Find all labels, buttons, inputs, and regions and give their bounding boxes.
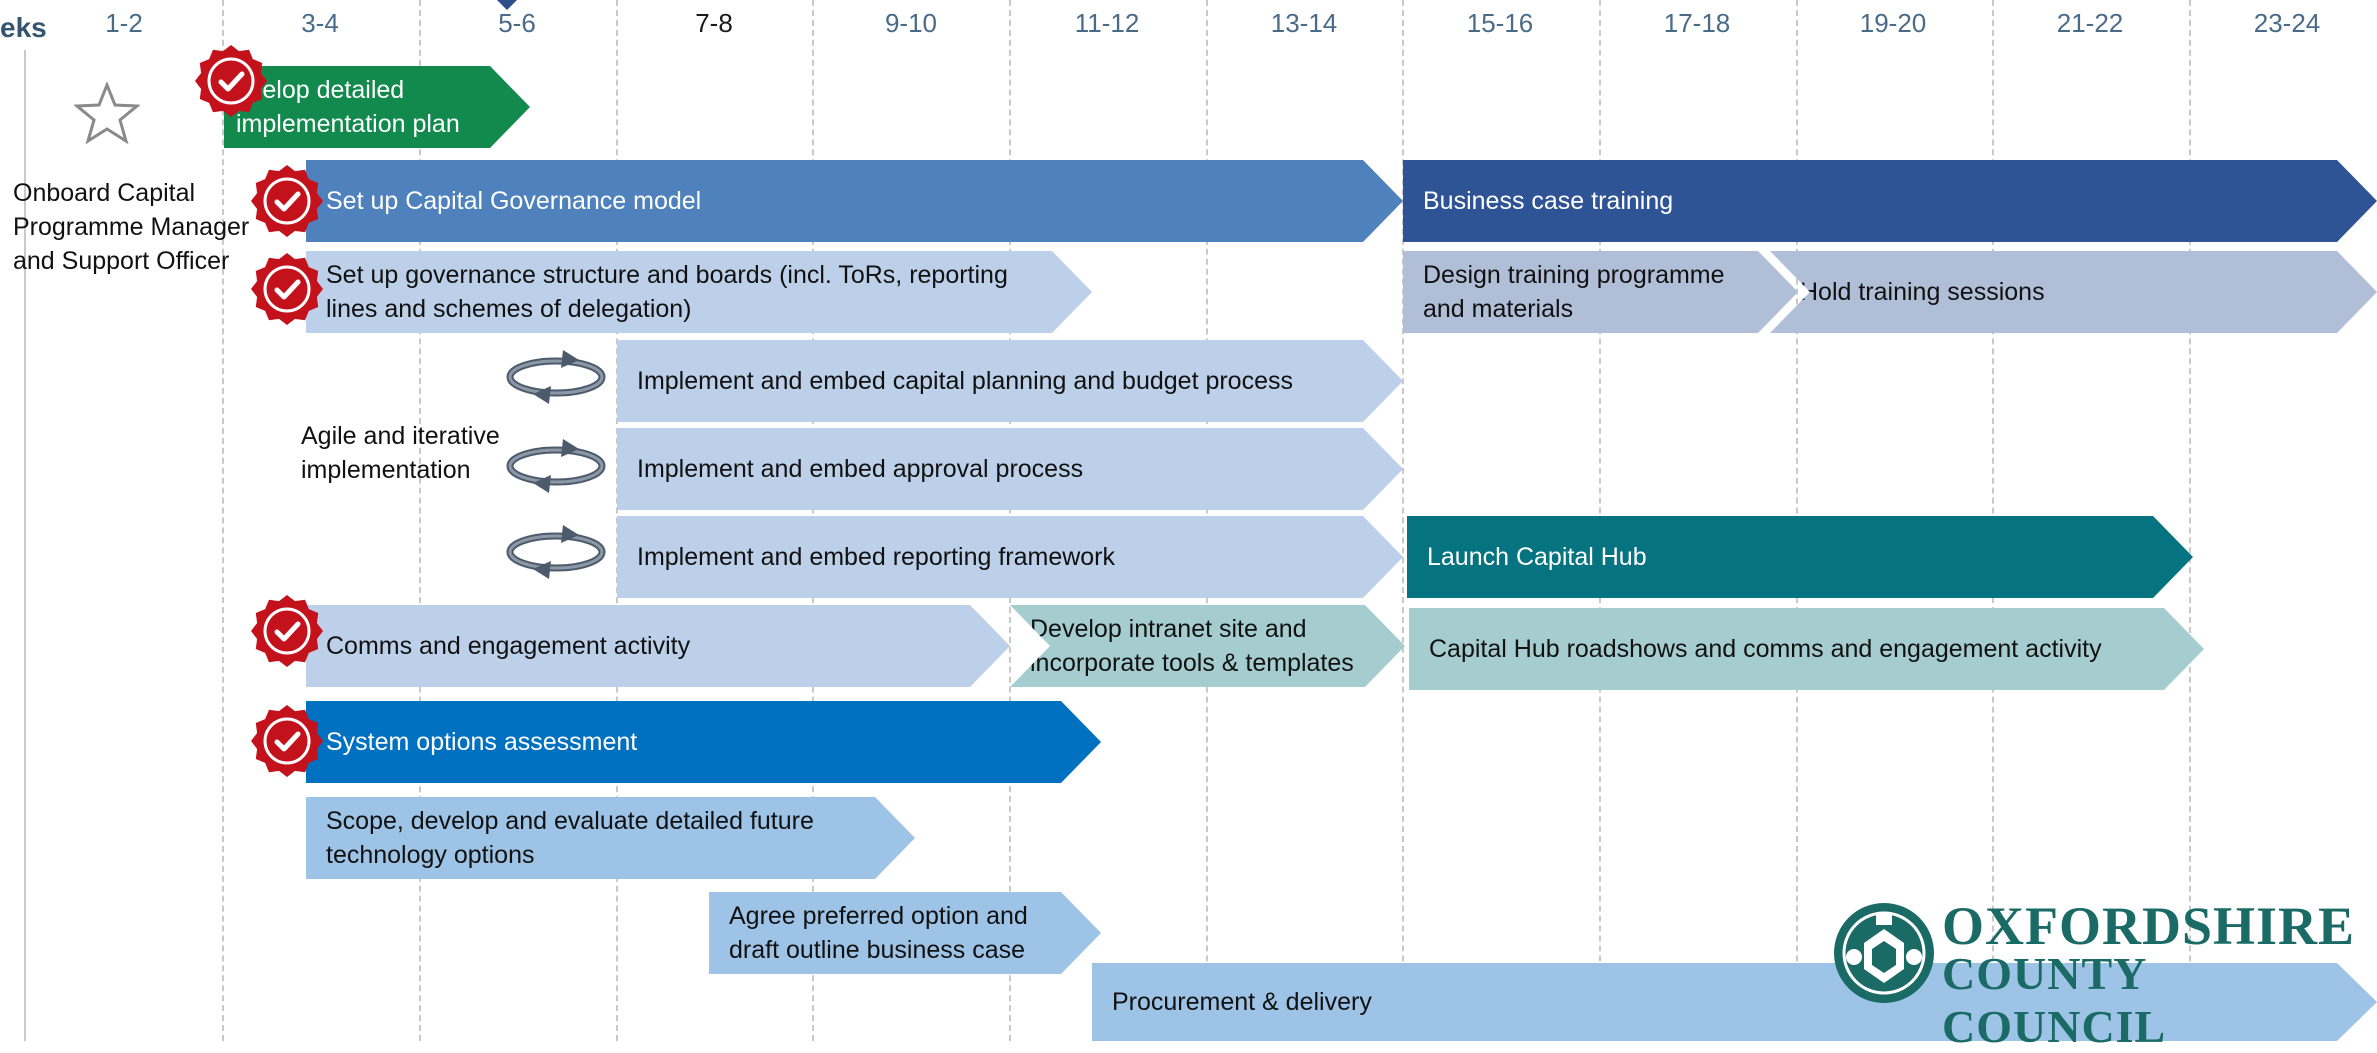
iteration-cycle-icon (503, 435, 609, 497)
task-bar-reporting-framework: Implement and embed reporting framework (617, 516, 1403, 598)
task-label: Design training programme and materials (1423, 261, 1725, 323)
task-label: Set up Capital Governance model (326, 187, 702, 215)
task-bar-governance-model: Set up Capital Governance model (306, 160, 1403, 242)
week-label: 15-16 (1466, 8, 1534, 38)
star-icon (73, 80, 141, 145)
complete-check-icon (250, 164, 324, 238)
agile-label: Agile and iterative implementation (301, 422, 500, 484)
onboard-label: Onboard Capital Programme Manager and Su… (13, 179, 250, 275)
week-gridline (1402, 0, 1404, 1041)
week-label: 23-24 (2253, 8, 2321, 38)
task-bar-hold-training: Hold training sessions (1770, 251, 2377, 333)
week-label: 17-18 (1663, 8, 1731, 38)
task-label: Set up governance structure and boards (… (326, 261, 1008, 323)
logo-line1: OXFORDSHIRE (1942, 896, 2356, 956)
task-bar-comms-engagement: Comms and engagement activity (306, 605, 1010, 687)
week-label: 11-12 (1074, 8, 1140, 38)
week-gridline (2189, 0, 2191, 1041)
complete-check-icon (250, 704, 324, 778)
complete-check-icon (250, 252, 324, 326)
week-gridline (419, 0, 421, 1041)
week-label: 19-20 (1859, 8, 1927, 38)
task-label: Hold training sessions (1800, 278, 2045, 306)
week-label: 21-22 (2056, 8, 2124, 38)
week-label: 3-4 (301, 8, 339, 38)
task-label: Comms and engagement activity (326, 632, 691, 660)
task-label: Scope, develop and evaluate detailed fut… (326, 807, 814, 869)
week-label: 13-14 (1270, 8, 1338, 38)
task-label: Implement and embed approval process (637, 455, 1084, 483)
task-label: evelop detailed implementation plan (236, 76, 460, 138)
task-label: Develop intranet site and incorporate to… (1030, 615, 1354, 677)
task-label: Implement and embed capital planning and… (637, 367, 1293, 395)
week-label: 1-2 (105, 8, 143, 38)
complete-check-icon (250, 594, 324, 668)
week-label: 7-8 (695, 8, 733, 38)
task-label: Agree preferred option and draft outline… (729, 902, 1028, 964)
task-label: Capital Hub roadshows and comms and enga… (1429, 635, 2102, 663)
iteration-cycle-icon (503, 346, 609, 408)
complete-check-icon (194, 44, 268, 118)
task-bar-scope-technology: Scope, develop and evaluate detailed fut… (306, 797, 915, 879)
logo-line2: COUNTY COUNCIL (1942, 948, 2167, 1052)
task-bar-launch-hub: Launch Capital Hub (1407, 516, 2193, 598)
task-label: Business case training (1423, 187, 1674, 215)
task-bar-detailed-plan: evelop detailed implementation plan (224, 66, 530, 148)
task-bar-procurement: Procurement & delivery (1092, 963, 2377, 1041)
week-gridline (222, 0, 224, 1041)
task-label: Procurement & delivery (1112, 988, 1372, 1016)
task-bar-governance-structure: Set up governance structure and boards (… (306, 251, 1092, 333)
week-label: 9-10 (884, 8, 938, 38)
task-label: System options assessment (326, 728, 638, 756)
weeks-heading: eks (0, 12, 47, 43)
left-border-line (24, 50, 26, 1041)
task-bar-hub-roadshows: Capital Hub roadshows and comms and enga… (1409, 608, 2204, 690)
task-bar-business-case-training: Business case training (1403, 160, 2377, 242)
oxfordshire-logo: OXFORDSHIRE COUNTY COUNCIL (1830, 895, 2354, 1052)
task-bar-capital-planning: Implement and embed capital planning and… (617, 340, 1403, 422)
task-bar-intranet-site: Develop intranet site and incorporate to… (1010, 605, 1405, 687)
task-label: Implement and embed reporting framework (637, 543, 1116, 571)
task-bar-system-options: System options assessment (306, 701, 1101, 783)
current-position-marker (497, 0, 517, 10)
task-bar-design-training: Design training programme and materials (1403, 251, 1798, 333)
task-bar-preferred-option: Agree preferred option and draft outline… (709, 892, 1101, 974)
crest-icon (1834, 903, 1934, 1003)
week-label: 5-6 (498, 8, 536, 38)
task-label: Launch Capital Hub (1427, 543, 1647, 571)
task-bar-approval-process: Implement and embed approval process (617, 428, 1403, 510)
iteration-cycle-icon (503, 521, 609, 583)
